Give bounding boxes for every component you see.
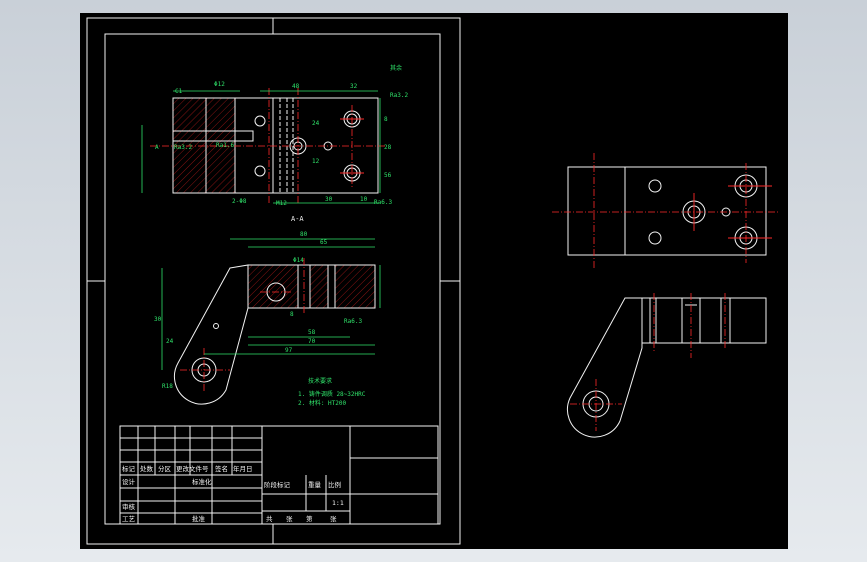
- tb-role: 标准化: [192, 477, 212, 486]
- tb-sheet: 第: [306, 514, 313, 523]
- center-marks: [87, 18, 460, 544]
- title-block-text: 标记 处数 分区 更改文件号 签名 年月日 设计 标准化 审核 工艺 批准 阶段…: [122, 464, 344, 523]
- tb-scale: 1:1: [332, 499, 344, 507]
- section-label: A-A: [291, 215, 304, 223]
- drawing-svg: 48 32 30 10 M12 2-Φ8 Φ12 C1 A 24 12 8 28…: [86, 17, 780, 545]
- dim-label: 56: [384, 172, 392, 179]
- dim-label: 30: [154, 316, 162, 323]
- dim-label: 65: [320, 239, 328, 246]
- dim-label: 32: [350, 83, 358, 90]
- preview-top-view: [552, 153, 780, 269]
- dim-label: 28: [384, 144, 392, 151]
- dim-label: 24: [166, 338, 174, 345]
- tb-role: 审核: [122, 502, 136, 511]
- dim-label: C1: [175, 88, 183, 95]
- dim-label: Φ12: [214, 81, 225, 88]
- tb-header: 分区: [158, 464, 172, 473]
- dim-label: 97: [285, 347, 293, 354]
- top-view: [141, 88, 385, 204]
- dim-label: M12: [276, 200, 287, 207]
- tb-stage: 比例: [328, 480, 341, 489]
- tb-sheet: 张: [330, 514, 337, 523]
- preview-front-view: [567, 293, 767, 438]
- dim-label: 70: [308, 338, 316, 345]
- dim-label: R18: [162, 383, 173, 390]
- tb-header: 更改文件号: [176, 464, 209, 473]
- tech-title: 技术要求: [308, 377, 332, 385]
- drawing-canvas[interactable]: 48 32 30 10 M12 2-Φ8 Φ12 C1 A 24 12 8 28…: [80, 13, 788, 549]
- front-view: [161, 238, 381, 405]
- tb-role: 设计: [122, 477, 136, 486]
- tb-stage: 阶段标记: [264, 480, 291, 489]
- dim-label: 24: [312, 120, 320, 127]
- tb-role: 工艺: [122, 515, 136, 523]
- dim-label: 8: [290, 311, 294, 318]
- tb-header: 签名: [215, 464, 228, 473]
- roughness-label: Ra1.6: [216, 142, 234, 149]
- tb-stage: 重量: [308, 481, 322, 489]
- tech-requirements: 技术要求 1. 铸件调质 28~32HRC 2. 材料: HT200: [298, 377, 366, 407]
- dim-label: 2-Φ8: [232, 198, 247, 205]
- dim-label: 80: [300, 231, 308, 238]
- tb-role: 批准: [192, 514, 206, 523]
- roughness-label: Ra3.2: [390, 92, 408, 99]
- tb-header: 标记: [122, 464, 136, 473]
- roughness-label: Ra6.3: [374, 199, 392, 206]
- tb-header: 处数: [140, 464, 154, 473]
- section-arrow-label: A: [155, 144, 159, 151]
- tech-item: 1. 铸件调质 28~32HRC: [298, 390, 366, 398]
- front-view-labels: 80 65 Φ14 8 58 70 97 30 24 R18 Ra6.3: [154, 231, 362, 390]
- dim-label: 12: [312, 158, 320, 165]
- dim-label: 8: [384, 116, 388, 123]
- top-view-labels: 48 32 30 10 M12 2-Φ8 Φ12 C1 A 24 12 8 28…: [155, 64, 408, 223]
- dim-label: 48: [292, 83, 300, 90]
- surface-note: 其余: [390, 64, 402, 72]
- dim-label: Φ14: [293, 257, 304, 264]
- roughness-label: Ra6.3: [344, 318, 362, 325]
- tb-sheet: 共: [266, 514, 273, 523]
- title-block: [119, 425, 439, 525]
- dim-label: 58: [308, 329, 316, 336]
- dim-label: 30: [325, 196, 333, 203]
- tech-item: 2. 材料: HT200: [298, 399, 347, 407]
- tb-sheet: 张: [286, 514, 293, 523]
- roughness-label: Ra3.2: [174, 144, 192, 151]
- dim-label: 10: [360, 196, 368, 203]
- tb-header: 年月日: [233, 464, 253, 473]
